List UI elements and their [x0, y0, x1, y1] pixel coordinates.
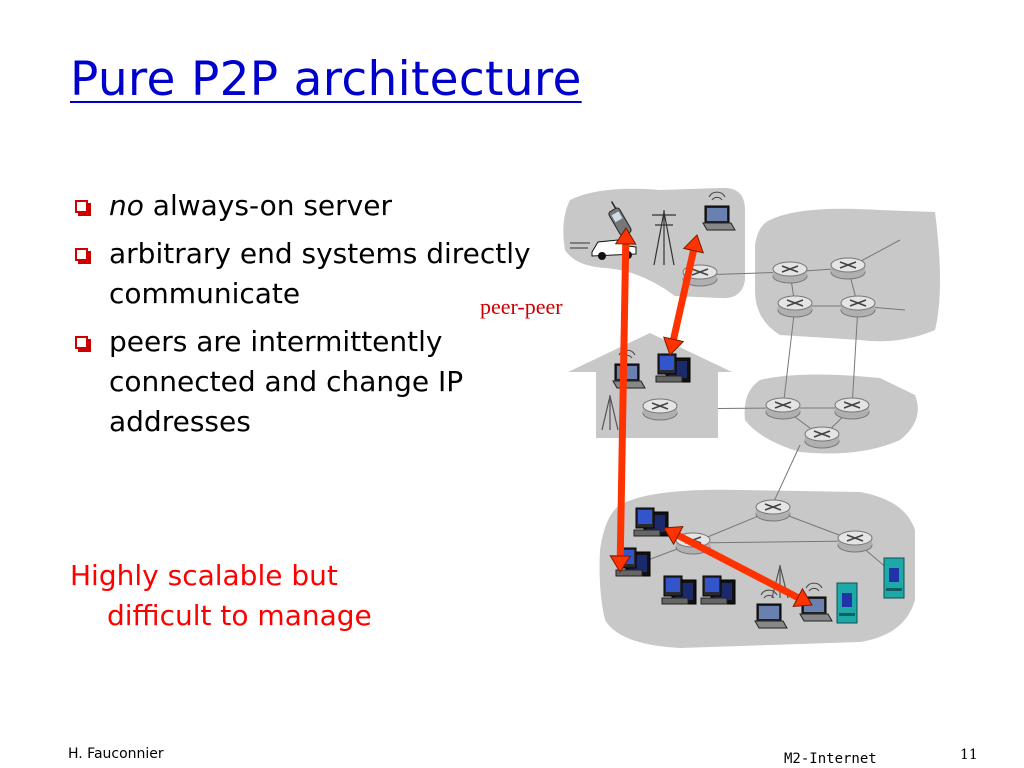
router-icon: [765, 397, 801, 420]
checkbox-bullet-icon: [75, 336, 91, 352]
note-line-1: Highly scalable but: [70, 559, 338, 592]
bullet-text: arbitrary end systems directly communica…: [109, 237, 531, 310]
footer-course: M2-Internet: [784, 751, 877, 767]
router-icon: [804, 426, 840, 449]
network-region-regional: [744, 374, 918, 454]
note-line-2: difficult to manage: [107, 599, 372, 632]
slide-title: Pure P2P architecture: [70, 52, 582, 107]
arrow-head: [614, 227, 637, 245]
desktop-icon: [655, 353, 691, 383]
arrow-head: [663, 525, 684, 546]
checkbox-bullet-icon: [75, 200, 91, 216]
router-icon: [772, 261, 808, 284]
server-icon: [883, 557, 905, 599]
bullet-list: no always-on server arbitrary end system…: [72, 186, 542, 450]
router-icon: [755, 499, 791, 522]
footer-page-number: 11: [960, 747, 978, 763]
router-icon: [777, 295, 813, 318]
antenna-icon: [601, 395, 619, 431]
scalability-note: Highly scalable but difficult to manage: [70, 556, 450, 636]
desktop-icon: [633, 507, 669, 537]
router-icon: [840, 295, 876, 318]
arrow-head: [609, 555, 632, 573]
desktop-icon: [700, 575, 736, 605]
router-icon: [834, 397, 870, 420]
arrow-head: [682, 234, 705, 254]
bullet-item: no always-on server: [72, 186, 542, 226]
arrow-head: [792, 587, 813, 608]
arrow-head: [662, 336, 685, 356]
checkbox-bullet-icon: [75, 248, 91, 264]
bullet-text: peers are intermittently connected and c…: [109, 325, 464, 438]
router-icon: [837, 530, 873, 553]
router-icon: [642, 398, 678, 421]
bullet-emphasis: no: [109, 189, 144, 222]
peer-arrow-shaft: [616, 241, 630, 559]
router-icon: [830, 257, 866, 280]
bullet-text: always-on server: [143, 189, 392, 222]
server-icon: [836, 582, 858, 624]
peer-arrow-shaft: [669, 247, 698, 343]
footer-author: H. Fauconnier: [68, 746, 164, 762]
bullet-item: peers are intermittently connected and c…: [72, 322, 542, 442]
network-region-mobile: [563, 187, 745, 299]
antenna-icon: [652, 210, 676, 266]
peer-arrow-shaft: [674, 531, 802, 602]
house-icon: [568, 333, 732, 438]
peer-peer-label: peer-peer: [480, 294, 563, 319]
peer-arrows: [609, 227, 813, 608]
bullet-item: arbitrary end systems directly communica…: [72, 234, 542, 314]
desktop-icon: [661, 575, 697, 605]
